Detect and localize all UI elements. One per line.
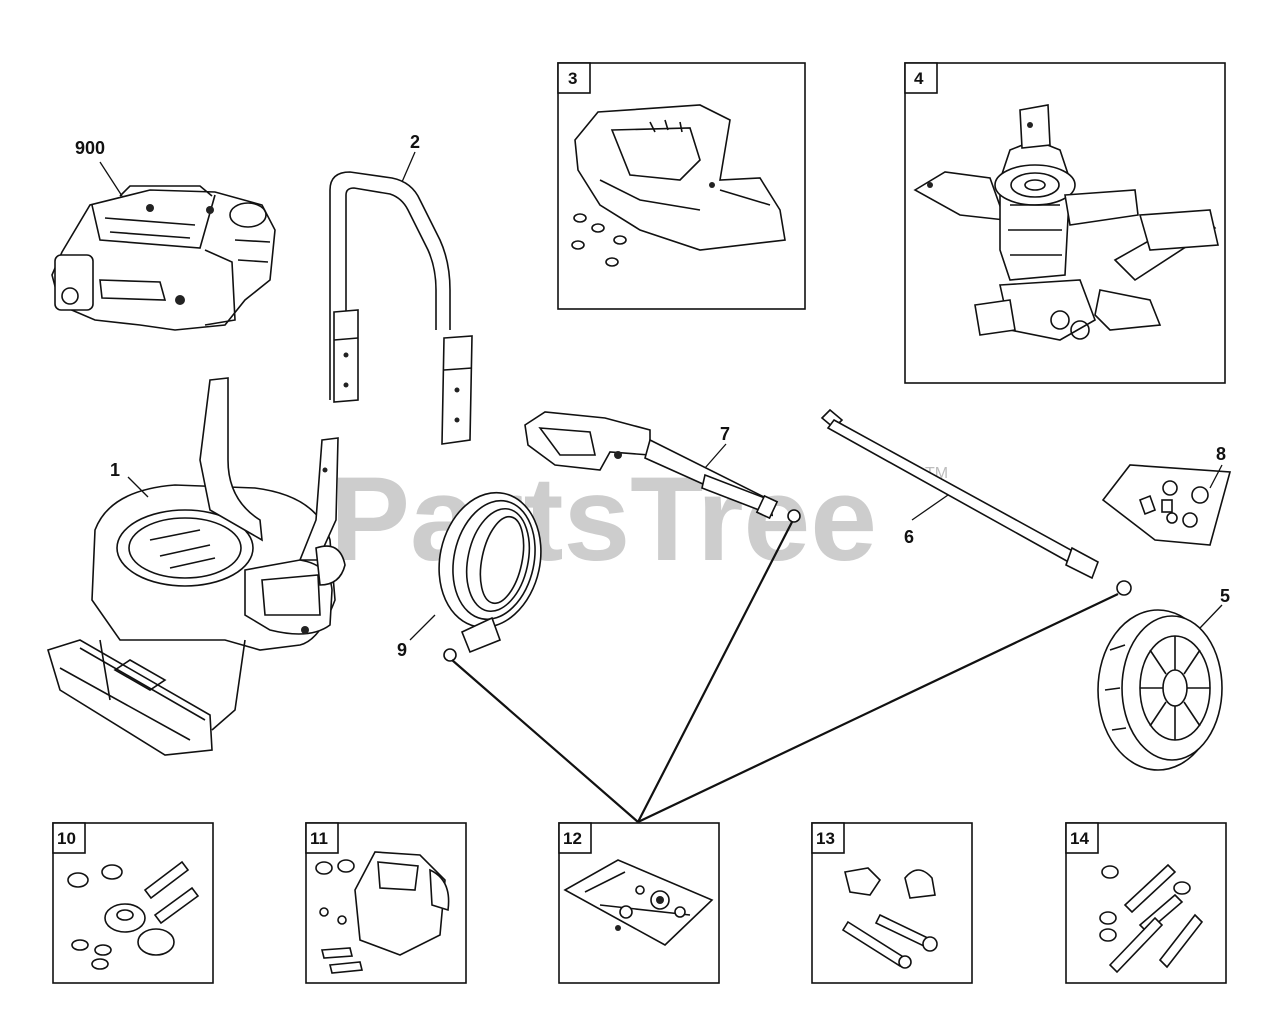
box-13-number: 13	[816, 829, 835, 848]
callout-5: 5	[1220, 586, 1230, 606]
engine-illustration[interactable]	[51, 185, 276, 331]
callout-6: 6	[904, 527, 914, 547]
handle-illustration[interactable]	[329, 171, 473, 445]
callout-1: 1	[110, 460, 120, 480]
box-14-number: 14	[1070, 829, 1089, 848]
callout-8: 8	[1216, 444, 1226, 464]
callout-2: 2	[410, 132, 420, 152]
box-11-number: 11	[310, 829, 328, 848]
frame-illustration[interactable]	[47, 377, 346, 756]
watermark-text: PartsTree	[330, 452, 877, 586]
lance-illustration[interactable]	[820, 408, 1132, 596]
box-10-number: 10	[57, 829, 76, 848]
box-12-number: 12	[563, 829, 582, 848]
wheel-illustration[interactable]	[1097, 609, 1223, 771]
box-11[interactable]: 11	[305, 822, 467, 984]
nozzle-pack-illustration[interactable]	[1101, 464, 1232, 546]
hose-illustration[interactable]	[427, 483, 553, 662]
spray-gun-illustration[interactable]	[524, 411, 801, 523]
callout-7: 7	[720, 424, 730, 444]
box-4[interactable]: 4	[904, 62, 1226, 384]
box-12[interactable]: 12	[558, 822, 720, 984]
box-14[interactable]: 14	[1065, 822, 1227, 984]
callout-900: 900	[75, 138, 105, 158]
box-12-leaders	[451, 521, 1119, 823]
box-13[interactable]: 13	[811, 822, 973, 984]
box-3[interactable]: 3	[557, 62, 806, 310]
box-10[interactable]: 10	[52, 822, 214, 984]
callout-9: 9	[397, 640, 407, 660]
box-4-number: 4	[914, 69, 924, 88]
box-3-number: 3	[568, 69, 577, 88]
